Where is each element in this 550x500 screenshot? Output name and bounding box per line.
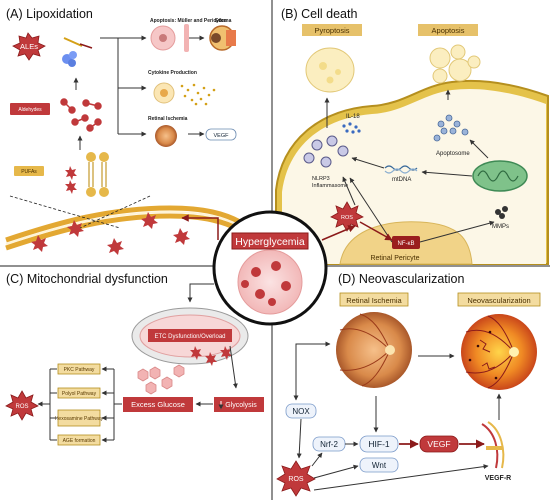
nox-label: NOX bbox=[292, 407, 310, 416]
ros-label-c: ROS bbox=[15, 404, 28, 410]
aldehydes-box bbox=[10, 103, 50, 115]
neovascularization-label: Neovascularization bbox=[467, 296, 530, 305]
ales-modifier-icon bbox=[63, 37, 83, 47]
aldehydes-label: Aldehydes bbox=[18, 107, 42, 113]
hyperglycemia-box bbox=[231, 232, 309, 250]
vegf-pill-a bbox=[205, 128, 237, 141]
glycolysis-label: Glycolysis bbox=[225, 402, 257, 409]
glucose-hexagons bbox=[137, 364, 185, 395]
cell-membrane bbox=[5, 195, 242, 251]
pathway-age-label: AGE formation bbox=[63, 438, 96, 444]
pathway-age bbox=[57, 434, 101, 446]
hyperglycemia-label: Hyperglycemia bbox=[235, 236, 305, 248]
wnt-label: Wnt bbox=[372, 461, 387, 470]
label-line: Inflammasome bbox=[312, 183, 348, 189]
neovascularization-banner bbox=[457, 292, 541, 307]
nlrp3-inflammasome-icon bbox=[303, 135, 349, 168]
mitochondrion-icon bbox=[472, 160, 528, 192]
pyroptotic-cell-icon bbox=[305, 47, 355, 93]
hif1-pill bbox=[359, 435, 399, 453]
retina-small-icon bbox=[155, 125, 177, 147]
pathway-hexosamine bbox=[57, 409, 101, 427]
nrf2-label: Nrf-2 bbox=[320, 440, 338, 449]
cytokine-production-label: Cytokine Production bbox=[148, 70, 197, 76]
pathway-hexosamine-label: Hexosamine Pathway bbox=[55, 416, 104, 422]
vegf-label-d: VEGF bbox=[427, 439, 450, 449]
nfkb-label: NF-κB bbox=[398, 241, 415, 247]
apoptotic-bodies-icon bbox=[429, 44, 481, 84]
ales-starburst bbox=[12, 32, 46, 61]
hyperglycemia-center: Hyperglycemia bbox=[212, 210, 328, 326]
apoptosome-label: Apoptosome bbox=[436, 151, 470, 157]
ros-label-b: ROS bbox=[341, 215, 353, 221]
retinal-ischemia-label-d: Retinal Ischemia bbox=[346, 296, 402, 305]
glycolysis-box bbox=[214, 397, 264, 412]
excess-glucose-box bbox=[123, 397, 193, 412]
vegfr-receptor-icon bbox=[481, 421, 505, 469]
panel-a-title: (A) Lipoxidation bbox=[6, 7, 93, 21]
hif1-label: HIF-1 bbox=[368, 439, 390, 449]
nfkb-box bbox=[392, 236, 420, 249]
etc-box bbox=[148, 329, 232, 342]
ros-star-b bbox=[330, 201, 364, 232]
apoptosome-icon bbox=[433, 114, 469, 142]
pufas-box bbox=[14, 166, 44, 176]
ros-star-c bbox=[5, 390, 39, 421]
apoptosis-banner bbox=[418, 24, 478, 36]
apoptosis-label: Apoptosis bbox=[432, 26, 465, 35]
panel-c-title: (C) Mitochondrial dysfunction bbox=[6, 272, 168, 286]
vegf-label-a: VEGF bbox=[214, 133, 230, 139]
apoptotic-cells-icon bbox=[150, 24, 189, 52]
retinal-ischemia-label-a: Retinal Ischemia bbox=[148, 116, 188, 122]
cytokine-cell-icon bbox=[153, 82, 216, 106]
retinal-ischemia-banner bbox=[339, 292, 409, 307]
pyroptosis-label: Pyroptosis bbox=[314, 26, 349, 35]
ros-stars-membrane bbox=[31, 212, 190, 255]
ros-star-d bbox=[276, 460, 316, 497]
panel-d-title: (D) Neovascularization bbox=[338, 272, 464, 286]
pathway-pkc-label: PKC Pathway bbox=[64, 367, 95, 373]
nlrp3-label: NLRP3 Inflammasome bbox=[312, 176, 348, 189]
ros-label-d: ROS bbox=[288, 476, 304, 483]
nox-pill bbox=[285, 403, 317, 419]
ales-label: ALEs bbox=[20, 42, 38, 51]
vegf-pill-d bbox=[419, 435, 459, 453]
etc-label: ETC Dysfunction/Overload bbox=[154, 334, 225, 340]
pufas-label: PUFAs bbox=[21, 169, 37, 175]
ros-stars-c bbox=[190, 346, 232, 366]
wnt-pill bbox=[359, 457, 399, 473]
lipoxidation-arrows bbox=[100, 35, 205, 137]
ros-stars-small bbox=[65, 166, 77, 194]
panel-a: (A) Lipoxidation ALEs Aldehydes PUFAs bbox=[5, 7, 242, 255]
mmps-icon bbox=[495, 206, 508, 219]
pathway-pkc bbox=[57, 363, 101, 375]
il18-label: IL-18 bbox=[346, 114, 360, 120]
aldehyde-molecules bbox=[60, 98, 102, 132]
edema-eye-icon bbox=[209, 25, 236, 51]
pathway-boxes: PKC Pathway Polyol Pathway Hexosamine Pa… bbox=[55, 363, 104, 446]
edema-label: Edema bbox=[215, 18, 232, 24]
pericyte-banner bbox=[362, 252, 428, 263]
panel-b-title: (B) Cell death bbox=[281, 7, 357, 21]
arrow-to-lipoxidation bbox=[181, 214, 219, 240]
panel-c: (C) Mitochondrial dysfunction ETC Dysfun… bbox=[5, 272, 264, 446]
mmps-label: MMPs bbox=[492, 224, 509, 230]
arrow-to-cell-death bbox=[321, 225, 356, 241]
retinal-pericyte-label: Retinal Pericyte bbox=[370, 255, 419, 262]
panel-b: (B) Cell death Pyroptosis Apoptosis IL-1… bbox=[281, 7, 528, 263]
pyroptosis-banner bbox=[302, 24, 362, 36]
il18-dots bbox=[342, 122, 361, 134]
panel-d: (D) Neovascularization Retinal Ischemia … bbox=[276, 272, 541, 497]
mtdna-label: mtDNA bbox=[392, 177, 411, 183]
vegfr-label: VEGF-R bbox=[485, 475, 511, 482]
pathway-polyol-label: Polyol Pathway bbox=[62, 391, 97, 397]
excess-glucose-label: Excess Glucose bbox=[131, 400, 185, 409]
retina-ischemia-icon bbox=[336, 312, 412, 388]
pathway-polyol bbox=[57, 387, 101, 399]
apoptosis-muller-label: Apoptosis: Müller and Pericytes bbox=[150, 18, 226, 24]
retina-neovascularization-icon bbox=[461, 314, 537, 390]
pufa-lipid-icon bbox=[86, 152, 109, 197]
